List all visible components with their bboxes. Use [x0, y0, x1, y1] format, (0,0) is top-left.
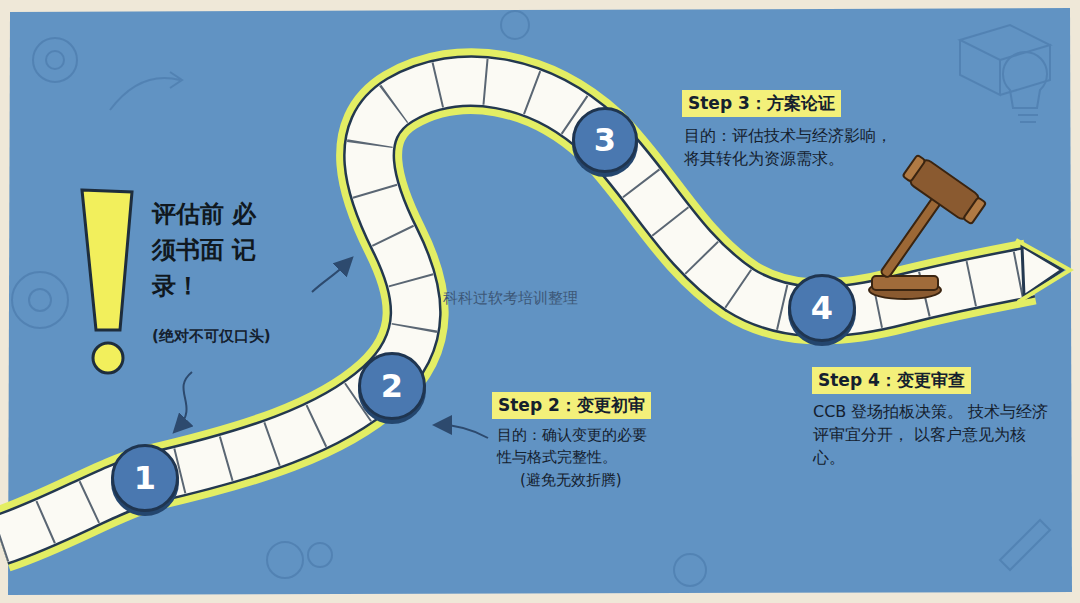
- warning-text: 评估前 必须书面 记录！: [152, 196, 270, 304]
- step-heading: Step 3：方案论证: [682, 90, 841, 117]
- step-body: 目的：确认变更的必要性与格式完整性。: [497, 425, 653, 469]
- gavel-icon: [850, 153, 988, 299]
- watermark: 科科过软考培训整理: [443, 288, 578, 310]
- step-body: 目的：评估技术与经济影响，将其转化为资源需求。: [684, 124, 898, 170]
- step-number: 2: [381, 367, 403, 405]
- step-heading: Step 2：变更初审: [492, 392, 651, 419]
- step-body: CCB 登场拍板决策。 技术与经济评审宜分开， 以客户意见为核心。: [813, 400, 1049, 470]
- step-circle: 4: [788, 274, 856, 342]
- warning-note: (绝对不可仅口头): [152, 326, 271, 348]
- step-circle: 3: [572, 107, 638, 173]
- pointer-arrows: [178, 262, 488, 438]
- exclamation-mark: [82, 190, 132, 373]
- step-circle: 1: [111, 444, 179, 512]
- step-number: 3: [594, 121, 616, 159]
- step-number: 1: [134, 459, 156, 497]
- step-circle: 2: [358, 352, 426, 420]
- step-heading: Step 4：变更审查: [812, 367, 971, 394]
- road-arrowhead-glow: [1016, 240, 1070, 302]
- step-note: (避免无效折腾): [520, 470, 622, 492]
- winding-road: [0, 81, 1030, 540]
- step-number: 4: [811, 289, 833, 327]
